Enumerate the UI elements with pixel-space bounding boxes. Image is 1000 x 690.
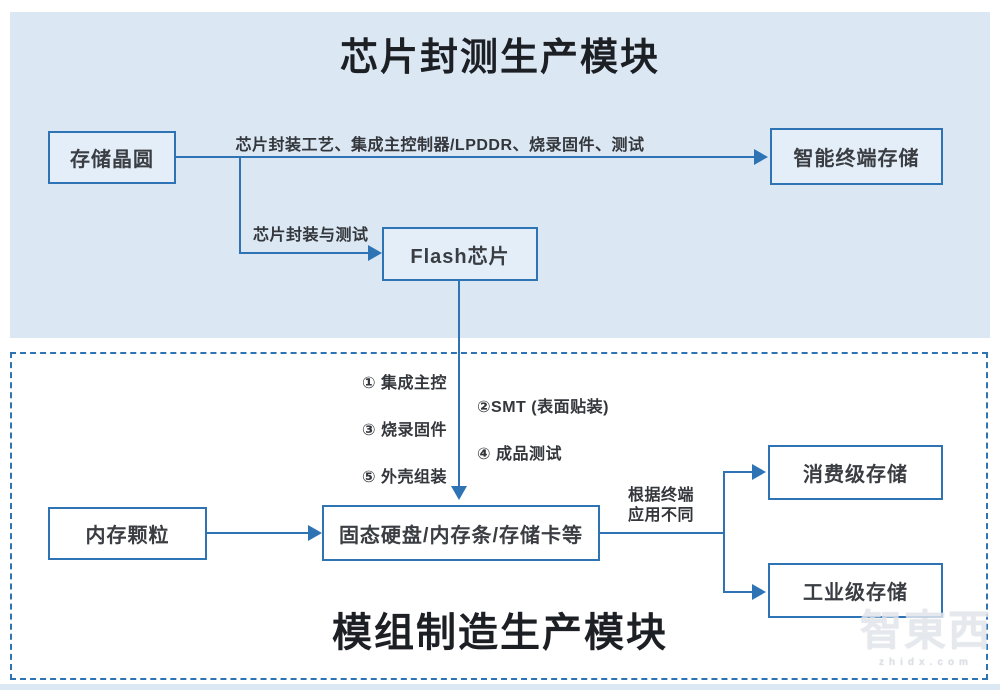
edge-branch-split-vertical [723,472,725,593]
edge-branch-horizontal [239,252,370,254]
edge-flash-to-module [458,281,460,487]
step-3-label: ③ 烧录固件 [362,422,447,439]
edge-module-to-branch [600,532,725,534]
step-5-label: ⑤ 外壳组装 [362,469,447,486]
edge-branch-to-industrial [723,591,754,593]
edge-dram-to-module [207,532,310,534]
edge-wafer-to-terminal [176,156,756,158]
edge-label-packaging-test: 芯片封装与测试 [253,227,369,244]
arrowhead-to-industrial-icon [752,584,766,600]
edge-label-by-application-line2: 应用不同 [627,507,694,524]
node-ssd-dimm-card: 固态硬盘/内存条/存储卡等 [322,505,600,561]
arrowhead-to-module-box-icon [308,525,322,541]
edge-label-by-application-line1: 根据终端 [627,487,694,504]
arrowhead-to-consumer-icon [752,464,766,480]
bottom-edge-strip [0,684,1000,690]
edge-label-by-application: 根据终端 应用不同 [618,486,704,526]
node-storage-wafer: 存储晶圆 [48,131,176,184]
arrowhead-to-terminal-icon [754,149,768,165]
bottom-section-title: 模组制造生产模块 [332,611,668,655]
node-consumer-storage: 消费级存储 [768,445,943,500]
node-smart-terminal-storage: 智能终端存储 [770,128,943,185]
step-1-label: ① 集成主控 [362,375,447,392]
edge-branch-to-consumer [723,471,754,473]
node-memory-chips: 内存颗粒 [48,507,207,560]
arrowhead-to-flash-icon [368,245,382,261]
arrowhead-to-module-icon [451,486,467,500]
node-flash-chip: Flash芯片 [382,227,538,281]
step-2-label: ②SMT (表面贴装) [477,399,609,416]
top-section-title: 芯片封测生产模块 [339,37,660,79]
node-industrial-storage: 工业级存储 [768,563,943,618]
step-4-label: ④ 成品测试 [477,446,562,463]
edge-label-packaging-process: 芯片封装工艺、集成主控制器/LPDDR、烧录固件、测试 [235,137,645,154]
edge-branch-vertical [239,156,241,253]
